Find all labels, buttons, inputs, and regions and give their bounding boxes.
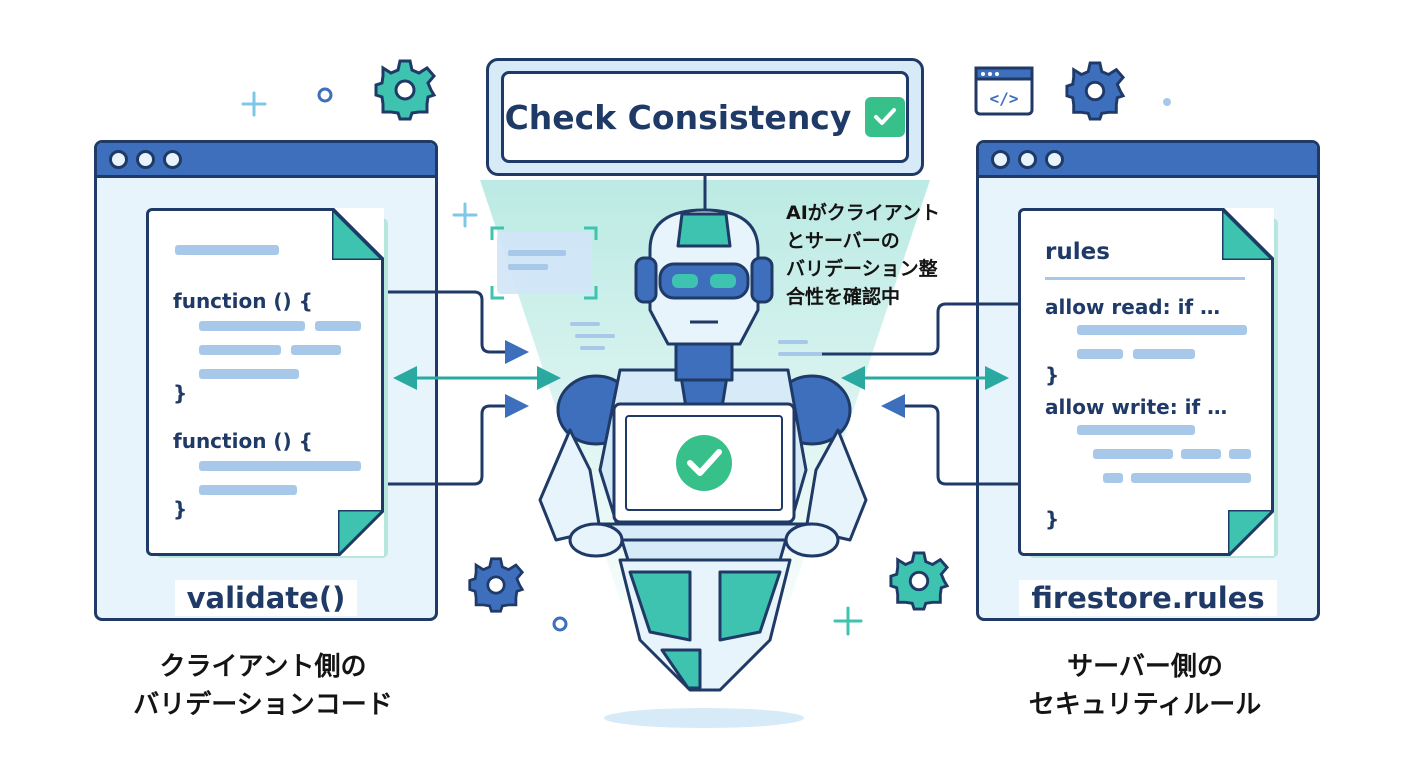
code-function: function () {: [173, 429, 313, 453]
sparkle-icon: [833, 606, 863, 636]
file-label: validate(): [174, 580, 358, 616]
gear-icon: [374, 59, 437, 121]
caption-line: サーバー側の: [1067, 652, 1223, 682]
sparkle-icon: [241, 91, 267, 117]
code-placeholder: [1103, 473, 1123, 483]
robot-illustration: [538, 208, 868, 728]
code-placeholder: [1077, 325, 1247, 335]
rules-underline: [1045, 277, 1245, 280]
code-placeholder: [199, 461, 361, 471]
window-dot: [163, 149, 182, 169]
window-dot: [136, 149, 155, 169]
rule-read: allow read: if …: [1045, 295, 1221, 319]
code-placeholder: [199, 321, 305, 331]
code-placeholder: [1181, 449, 1221, 459]
code-brace: }: [173, 497, 188, 521]
code-placeholder: [199, 485, 297, 495]
gear-icon: [889, 551, 950, 611]
page-fold-icon: [332, 208, 384, 260]
ai-note-line: バリデーション整: [786, 258, 938, 280]
caption-line: クライアント側の: [159, 652, 367, 682]
code-placeholder: [1133, 349, 1195, 359]
file-label: firestore.rules: [1019, 580, 1277, 616]
code-placeholder: [175, 245, 279, 255]
dot-icon: [1163, 98, 1171, 106]
check-consistency-inner: Check Consistency: [501, 71, 909, 163]
window-dot: [991, 149, 1010, 169]
dot-icon: [317, 87, 333, 103]
page-fold-icon: [1222, 208, 1274, 260]
server-rules-document: rules allow read: if … } allow write: if…: [1018, 208, 1274, 556]
svg-text:</>: </>: [990, 89, 1019, 108]
code-placeholder: [315, 321, 361, 331]
code-placeholder: [1093, 449, 1173, 459]
ai-note-line: 合性を確認中: [786, 286, 901, 308]
page-fold-icon: [1228, 510, 1274, 556]
window-titlebar: [97, 143, 435, 178]
sparkle-icon: [452, 202, 478, 228]
code-placeholder: [291, 345, 341, 355]
rule-write: allow write: if …: [1045, 395, 1228, 419]
code-window-icon: </>: [974, 66, 1034, 116]
page-fold-icon: [338, 510, 384, 556]
dot-icon: [552, 616, 568, 632]
code-placeholder: [1077, 425, 1195, 435]
code-brace: }: [1045, 507, 1060, 531]
window-titlebar: [979, 143, 1317, 178]
client-code-document: function () { } function () { }: [146, 208, 384, 556]
code-function: function () {: [173, 289, 313, 313]
window-dot: [1045, 149, 1064, 169]
ai-note-line: とサーバーの: [786, 230, 900, 252]
file-label-container: validate(): [97, 580, 435, 616]
check-consistency-label: Check Consistency: [504, 97, 852, 137]
code-placeholder: [1229, 449, 1251, 459]
window-dot: [109, 149, 128, 169]
code-placeholder: [199, 345, 281, 355]
code-placeholder: [1131, 473, 1251, 483]
gear-icon: [1065, 61, 1126, 121]
code-placeholder: [1077, 349, 1123, 359]
rules-title: rules: [1045, 239, 1110, 265]
server-caption: サーバー側の セキュリティルール: [976, 648, 1314, 724]
ai-status-note: AIがクライアント とサーバーの バリデーション整 合性を確認中: [786, 199, 986, 311]
checkmark-icon: [676, 435, 732, 491]
code-brace: }: [1045, 363, 1060, 387]
code-placeholder: [199, 369, 299, 379]
checkmark-icon: [865, 97, 906, 137]
code-brace: }: [173, 381, 188, 405]
gear-icon: [468, 557, 525, 613]
ai-note-line: AIがクライアント: [786, 202, 941, 224]
caption-line: バリデーションコード: [133, 690, 393, 720]
check-consistency-panel: Check Consistency: [486, 58, 924, 176]
caption-line: セキュリティルール: [1028, 690, 1262, 720]
window-dot: [1018, 149, 1037, 169]
file-label-container: firestore.rules: [979, 580, 1317, 616]
client-caption: クライアント側の バリデーションコード: [94, 648, 432, 724]
